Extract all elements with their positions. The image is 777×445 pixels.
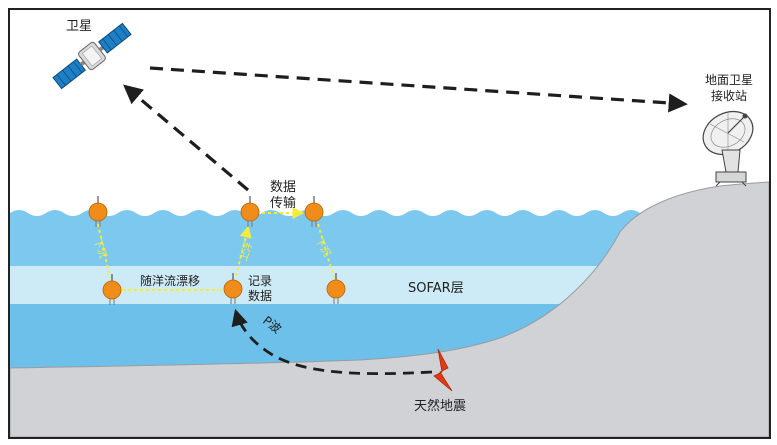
data-transmission-label-line2: 传输 (270, 195, 296, 211)
data-transmission-label-line1: 数据 (270, 180, 296, 195)
record-data-label-line1: 记录 (248, 274, 272, 288)
satellite-label: 卫星 (66, 19, 92, 34)
record-data-label-line2: 数据 (248, 288, 272, 303)
drift-label: 随洋流漂移 (140, 273, 200, 288)
ground-station-label-line1: 地面卫星 (705, 73, 753, 87)
earthquake-label: 天然地震 (414, 398, 466, 414)
ground-station-label-line2: 接收站 (711, 88, 747, 103)
sofar-layer-label: SOFAR层 (408, 281, 464, 296)
